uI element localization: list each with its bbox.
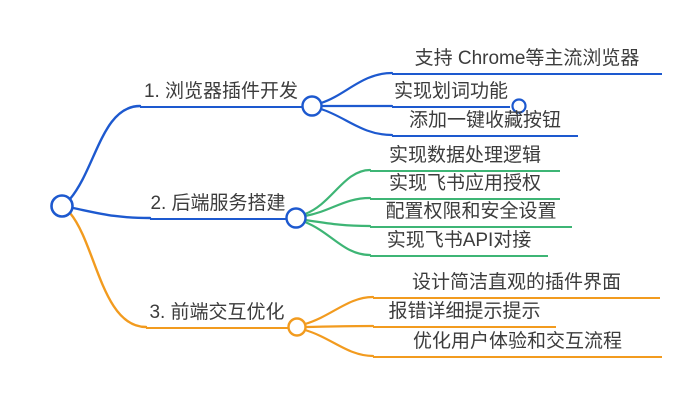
branch3-node[interactable] [287,317,307,337]
branch3-child3-topic[interactable]: 优化用户体验和交互流程 [373,328,662,358]
branch1-child2-topic[interactable]: 实现划词功能 [392,78,510,108]
branch3-topic[interactable]: 3. 前端交互优化 [146,299,288,329]
branch1-node[interactable] [301,95,323,117]
connector-branch3-child2 [304,324,375,329]
branch3-child2-topic[interactable]: 报错详细提示提示 [373,298,556,328]
connector-branch1-child1 [319,71,394,105]
connector-branch2-child3 [303,218,372,228]
connector-root-branch1 [68,104,142,201]
branch2-child1-topic[interactable]: 实现数据处理逻辑 [370,142,560,172]
connector-root-branch3 [68,211,148,329]
branch1-topic[interactable]: 1. 浏览器插件开发 [140,78,302,108]
collapsed-children-indicator[interactable] [511,98,527,114]
branch2-topic[interactable]: 2. 后端服务搭建 [150,190,286,220]
connector-branch1-child3 [319,107,394,137]
branch3-child1-topic[interactable]: 设计简洁直观的插件界面 [373,269,660,299]
branch2-child3-topic[interactable]: 配置权限和安全设置 [370,198,572,228]
connector-root-branch2 [71,206,152,220]
connector-branch2-child2 [303,196,372,218]
branch2-child4-topic[interactable]: 实现飞书API对接 [370,227,548,257]
connector-branch2-child4 [303,220,372,257]
root-node[interactable] [50,194,74,218]
connector-branch3-child3 [303,328,375,358]
branch1-child3-topic[interactable]: 添加一键收藏按钮 [392,107,578,137]
branch1-child1-topic[interactable]: 支持 Chrome等主流浏览器 [392,45,662,75]
connector-branch3-child1 [303,295,375,326]
branch2-child2-topic[interactable]: 实现飞书应用授权 [370,170,560,200]
connector-branch2-child1 [303,168,372,216]
branch2-node[interactable] [285,207,307,229]
